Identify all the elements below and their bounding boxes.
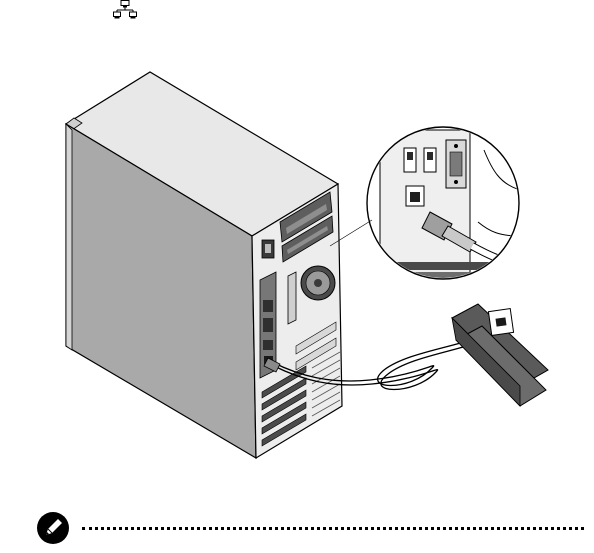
note-pen-icon bbox=[36, 511, 70, 545]
rj45-port-closeup bbox=[330, 127, 524, 280]
note-dotted-separator bbox=[82, 527, 584, 530]
network-wall-jack bbox=[452, 304, 548, 406]
note-row bbox=[36, 511, 586, 545]
tower-server bbox=[66, 72, 342, 458]
